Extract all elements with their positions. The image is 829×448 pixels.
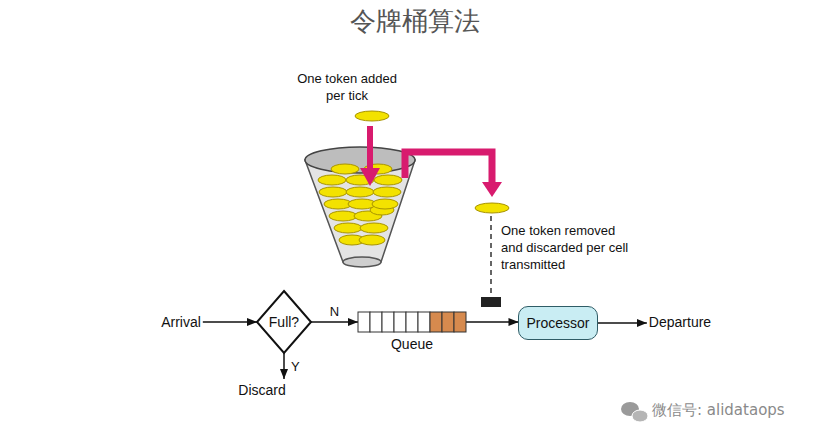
bucket-tokens xyxy=(318,164,402,245)
token xyxy=(319,187,347,197)
token xyxy=(372,199,398,209)
flow-arrow xyxy=(311,321,358,323)
node-label: Discard xyxy=(238,382,285,398)
edge-label: Y xyxy=(289,359,302,374)
queue-cell xyxy=(430,312,442,332)
annotation: One token removed and discarded per cell… xyxy=(501,222,629,273)
wechat-bubble xyxy=(632,410,648,422)
diagram-title: 令牌桶算法 xyxy=(0,4,829,39)
watermark: 微信号: alidataops xyxy=(652,402,822,419)
queue-cell xyxy=(394,312,406,332)
token xyxy=(318,175,346,185)
wechat-icon xyxy=(621,402,648,422)
arrival-label: Arrival xyxy=(159,313,203,331)
token-gate xyxy=(481,297,501,307)
queue-cell xyxy=(442,312,454,332)
flow-arrow xyxy=(466,321,518,323)
flow-arrow xyxy=(283,353,285,379)
annotation: One token added per tick xyxy=(290,70,404,104)
token xyxy=(331,164,359,174)
diamond-outline xyxy=(257,291,311,353)
added-token xyxy=(355,111,389,121)
queue-cell xyxy=(370,312,382,332)
removed-token xyxy=(475,203,509,213)
queue-cell xyxy=(418,312,430,332)
bucket-bottom xyxy=(343,257,381,267)
bucket-body xyxy=(305,160,415,262)
queue-cell xyxy=(358,312,370,332)
token xyxy=(359,235,385,245)
node-label: Departure xyxy=(649,314,711,330)
token xyxy=(373,187,401,197)
departure-label: Departure xyxy=(647,313,713,331)
remove-arrowhead xyxy=(482,182,502,197)
node-label: Full? xyxy=(269,314,299,330)
process-box: Processor xyxy=(518,306,597,340)
node-label: Processor xyxy=(526,315,589,331)
queue-buffer: Queue xyxy=(358,312,466,332)
add-arrowhead xyxy=(360,168,380,186)
queue-cell xyxy=(454,312,466,332)
token xyxy=(374,175,402,185)
token xyxy=(334,223,362,233)
queue-cell xyxy=(406,312,418,332)
queue-label: Queue xyxy=(358,336,466,352)
queue-cells xyxy=(358,312,466,332)
flow-arrow xyxy=(203,321,257,323)
token xyxy=(329,211,357,221)
edge-label: N xyxy=(328,304,341,319)
add-arrow xyxy=(367,126,373,170)
queue-cell xyxy=(382,312,394,332)
flow-arrow xyxy=(598,322,647,324)
dashed-leader xyxy=(490,216,492,295)
decision-diamond: Full? xyxy=(257,291,311,353)
token xyxy=(346,187,374,197)
bucket-rim xyxy=(305,147,415,173)
node-label: Arrival xyxy=(161,314,201,330)
discard-label: Discard xyxy=(231,381,293,399)
token xyxy=(360,223,388,233)
remove-arrow xyxy=(405,152,492,184)
